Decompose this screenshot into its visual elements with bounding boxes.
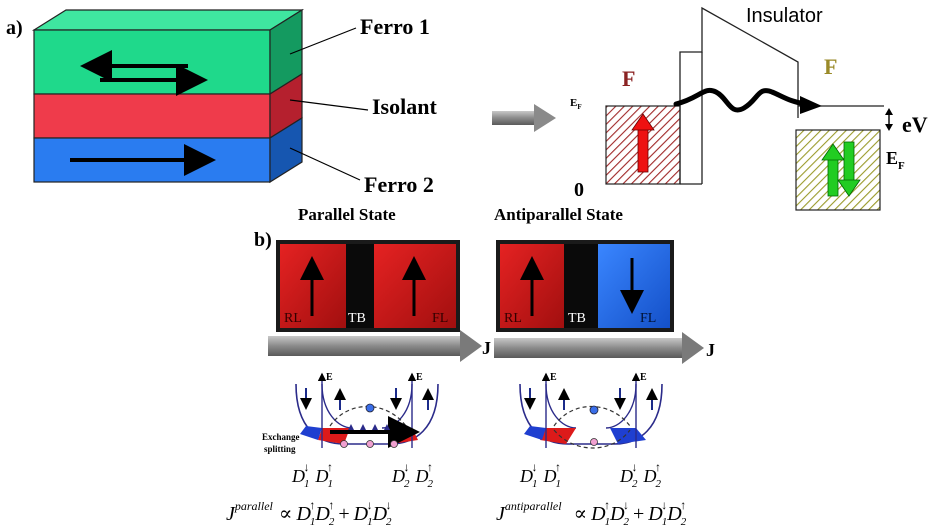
left-electrode-label: F [622, 66, 635, 91]
parallel-rl-label: RL [284, 311, 302, 326]
parallel-stack [276, 240, 460, 332]
isolant-label: Isolant [372, 94, 437, 119]
parallel-current-arrow [268, 330, 482, 362]
isolant-layer [33, 93, 271, 139]
parallel-d2-labels: D2↓D2↑ [391, 460, 434, 490]
tunneling-arrow [673, 88, 809, 113]
right-electrode-label: F [824, 54, 837, 79]
antiparallel-d2-labels: D2↓D2↑ [619, 460, 662, 490]
antiparallel-tb-label: TB [568, 311, 586, 326]
parallel-current-label: J [482, 338, 491, 358]
parallel-tb-label: TB [348, 311, 366, 326]
bias-label: eV [902, 112, 928, 137]
ferro-1-layer [33, 29, 271, 95]
exchange-label-1: Exchange [262, 432, 300, 442]
left-spin-up [637, 127, 649, 173]
zero-label: 0 [574, 179, 584, 201]
antiparallel-current-label: J [706, 340, 715, 360]
antiparallel-e-label-2: E [640, 372, 647, 383]
ferro-2-side [269, 116, 303, 184]
antiparallel-d1-labels: D1↓D1↑ [519, 460, 561, 490]
leader-ferro-2 [289, 147, 361, 181]
antiparallel-fl-label: FL [640, 311, 656, 326]
antiparallel-e-label-1: E [550, 372, 557, 383]
barrier-profile [679, 6, 799, 118]
parallel-title: Parallel State [298, 205, 396, 224]
j-antiparallel-formula: Jantiparallel∝D1↑D2↓+D1↓D2↑ [496, 498, 687, 528]
antiparallel-rl-label: RL [504, 311, 522, 326]
parallel-dos-diagram [295, 372, 439, 448]
layer-stack [31, 8, 305, 184]
ferro-1-label: Ferro 1 [360, 14, 430, 39]
parallel-tb-block [346, 244, 374, 328]
leader-isolant [289, 99, 369, 111]
right-fermi-label: EF [886, 148, 905, 172]
antiparallel-stack [496, 240, 674, 332]
parallel-e-label-2: E [416, 372, 423, 383]
panel-b-label: b) [254, 229, 272, 251]
barrier-label: Insulator [746, 5, 823, 27]
parallel-e-label-1: E [326, 372, 333, 383]
panel-a-label: a) [6, 17, 23, 39]
transition-arrow [492, 104, 556, 132]
parallel-d1-labels: D1↓D1↑ [291, 460, 333, 490]
left-fermi-label: EF [570, 97, 582, 111]
antiparallel-dos-diagram [519, 372, 663, 449]
right-spin-down [837, 179, 861, 197]
antiparallel-fl-block [598, 244, 670, 328]
antiparallel-tb-block [564, 244, 598, 328]
ferro-1-top-face [31, 9, 305, 31]
right-spin-up [821, 143, 845, 161]
antiparallel-title: Antiparallel State [494, 205, 623, 224]
band-diagram [605, 6, 893, 211]
ferro-2-label: Ferro 2 [364, 172, 434, 197]
leader-ferro-1 [289, 27, 357, 55]
parallel-fl-label: FL [432, 311, 448, 326]
antiparallel-current-arrow [494, 332, 704, 364]
exchange-label-2: splitting [264, 444, 296, 454]
j-parallel-formula: Jparallel∝D1↑D2↑+D1↓D2↓ [226, 498, 392, 528]
